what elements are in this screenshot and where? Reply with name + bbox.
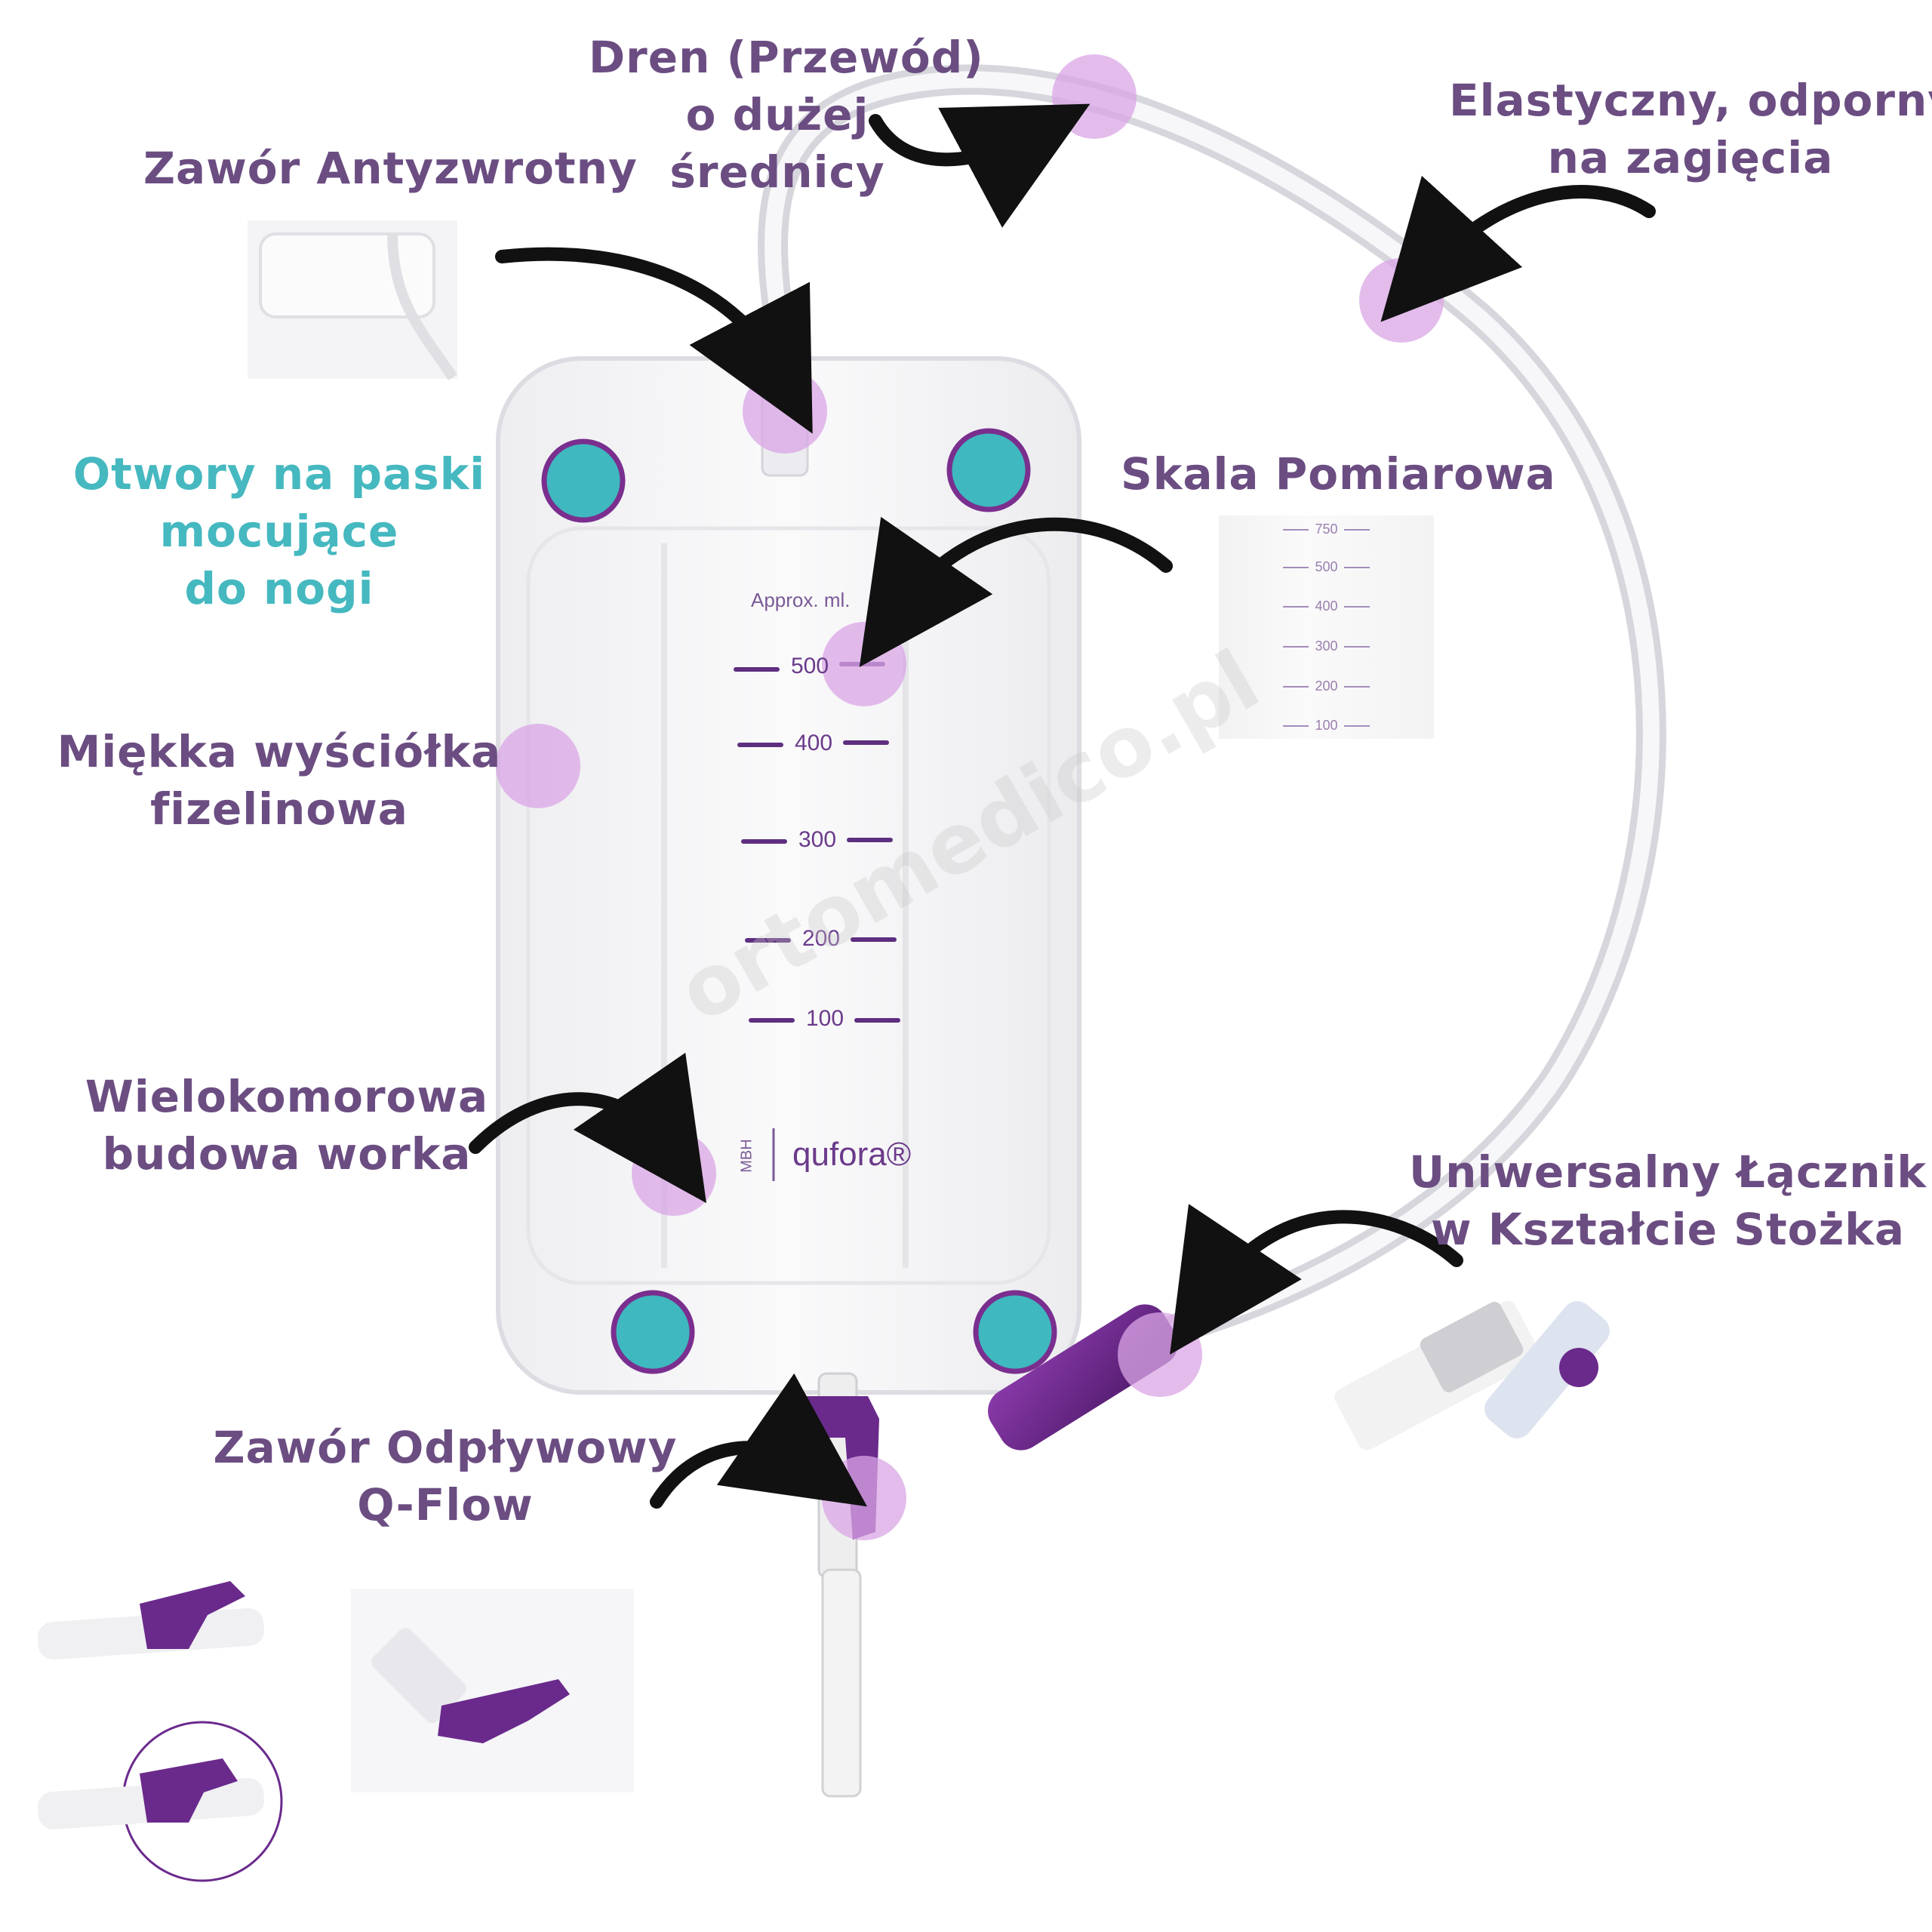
scale-inset-mark: 300 bbox=[1219, 638, 1434, 654]
q-flow-inset-bottom bbox=[37, 1721, 283, 1882]
marker-miekka bbox=[496, 724, 580, 808]
q-flow-valve bbox=[789, 1372, 879, 1798]
label-zawor-antyzwrotny: Zawór Antyzwrotny bbox=[143, 143, 638, 194]
anti-reflux-inset bbox=[248, 220, 457, 380]
arrow-zawor-odplywowy bbox=[650, 1373, 868, 1509]
bag-scale-mark: 200 bbox=[801, 926, 841, 951]
q-flow-inset-bag bbox=[351, 1589, 634, 1792]
arrows bbox=[469, 103, 1656, 1509]
bag-scale-mark: 400 bbox=[794, 731, 833, 755]
strap-holes bbox=[541, 428, 1057, 1374]
brand-sub: MBH bbox=[738, 1139, 755, 1173]
arrow-elastyczny bbox=[1380, 175, 1656, 322]
scale-inset-mark: 750 bbox=[1219, 521, 1434, 537]
strap-hole-bottom-left bbox=[611, 1290, 695, 1374]
marker-wielokomorowa bbox=[632, 1131, 716, 1216]
arrow-uniwersalny bbox=[1170, 1204, 1463, 1355]
scale-inset-mark: 500 bbox=[1219, 559, 1434, 575]
brand-logo: qufora® bbox=[792, 1136, 912, 1173]
bag-approx-label: Approx. ml. bbox=[751, 589, 851, 611]
bag-scale-mark: 100 bbox=[805, 1006, 844, 1031]
bag-scale-mark: 500 bbox=[790, 654, 829, 678]
marker-zawor-odplywowy bbox=[822, 1456, 906, 1540]
arrow-wielokomorowa bbox=[469, 1052, 707, 1204]
marker-dren bbox=[1052, 54, 1137, 139]
arrow-skala bbox=[859, 516, 1173, 667]
marker-zawor-antyzwrotny bbox=[743, 369, 827, 454]
marker-uniwersalny bbox=[1118, 1312, 1202, 1397]
connector-inset bbox=[1334, 1300, 1610, 1451]
scale-inset-mark: 100 bbox=[1219, 718, 1434, 734]
scale-inset-mark: 400 bbox=[1219, 598, 1434, 614]
arrow-zawor-antyzwrotny bbox=[495, 247, 813, 434]
scale-inset-mark: 200 bbox=[1219, 678, 1434, 694]
strap-hole-top-right bbox=[946, 428, 1031, 512]
q-flow-inset-top bbox=[37, 1581, 265, 1660]
label-skala: Skala Pomiarowa bbox=[1121, 448, 1556, 500]
bag-scale-mark: 300 bbox=[798, 827, 837, 852]
strap-hole-top-left bbox=[541, 438, 626, 523]
scale-inset: 750 500 400 300 200 100 bbox=[1219, 515, 1434, 739]
arrow-dren bbox=[869, 103, 1091, 228]
strap-hole-bottom-right bbox=[973, 1290, 1057, 1374]
bag-scale-dashes bbox=[734, 662, 900, 1023]
